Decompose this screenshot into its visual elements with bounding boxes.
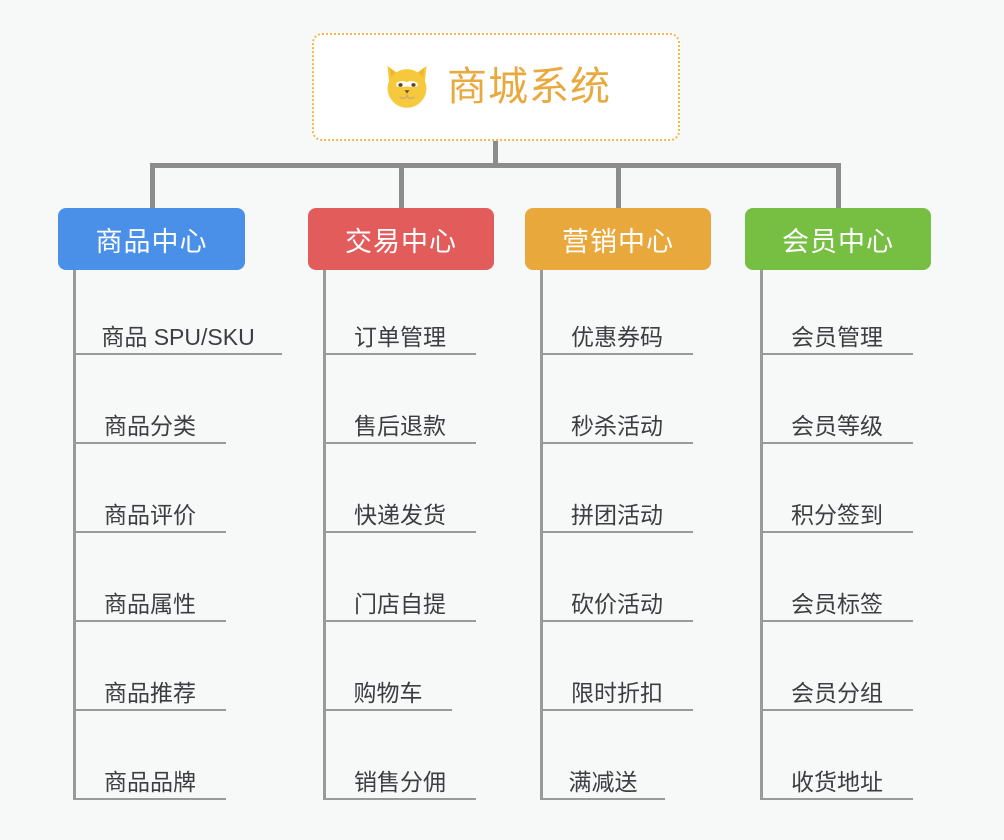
column-header-label: 商品中心 <box>95 226 208 257</box>
connector-spine-1 <box>73 270 76 800</box>
leaf-item[interactable]: 销售分佣 <box>324 748 476 800</box>
leaf-item[interactable]: 商品分类 <box>74 392 226 444</box>
column-header-label: 交易中心 <box>345 226 457 257</box>
leaf-item[interactable]: 会员分组 <box>761 659 913 711</box>
leaf-item[interactable]: 订单管理 <box>324 303 476 355</box>
column-header-label: 会员中心 <box>782 226 894 257</box>
leaf-item-label: 商品品牌 <box>104 768 196 795</box>
leaf-item[interactable]: 会员标签 <box>761 570 913 622</box>
leaf-item-label: 购物车 <box>353 679 423 706</box>
connector-drop-3 <box>616 163 621 210</box>
column-header-2[interactable]: 交易中心 <box>308 208 494 270</box>
leaf-item[interactable]: 砍价活动 <box>541 570 693 622</box>
leaf-item-label: 限时折扣 <box>571 679 663 706</box>
root-title: 商城系统 <box>447 65 611 109</box>
connector-drop-2 <box>399 163 404 210</box>
leaf-item[interactable]: 商品评价 <box>74 481 226 533</box>
leaf-item-label: 优惠券码 <box>571 323 663 350</box>
leaf-item-label: 销售分佣 <box>354 768 446 795</box>
column-header-4[interactable]: 会员中心 <box>745 208 931 270</box>
connector-root-stem <box>493 141 498 166</box>
leaf-item-label: 商品分类 <box>104 412 196 439</box>
leaf-item[interactable]: 收货地址 <box>761 748 913 800</box>
leaf-item[interactable]: 限时折扣 <box>541 659 693 711</box>
leaf-item[interactable]: 积分签到 <box>761 481 913 533</box>
leaf-item[interactable]: 拼团活动 <box>541 481 693 533</box>
leaf-item-label: 售后退款 <box>354 412 446 439</box>
root-node[interactable]: 商城系统 <box>312 33 680 141</box>
connector-drop-4 <box>836 163 841 210</box>
leaf-item[interactable]: 商品 SPU/SKU <box>74 303 282 355</box>
leaf-item-label: 收货地址 <box>791 768 883 795</box>
leaf-item-label: 积分签到 <box>791 501 883 528</box>
shiba-dog-face-icon <box>387 65 427 109</box>
leaf-item-label: 会员等级 <box>791 412 883 439</box>
leaf-item-label: 砍价活动 <box>571 590 663 617</box>
leaf-item[interactable]: 会员等级 <box>761 392 913 444</box>
leaf-item[interactable]: 秒杀活动 <box>541 392 693 444</box>
leaf-item[interactable]: 优惠券码 <box>541 303 693 355</box>
leaf-item[interactable]: 商品属性 <box>74 570 226 622</box>
connector-spine-2 <box>323 270 326 800</box>
connector-spine-3 <box>540 270 543 800</box>
leaf-item-label: 会员管理 <box>791 323 883 350</box>
connector-horizontal-bus <box>150 163 838 168</box>
leaf-item[interactable]: 快递发货 <box>324 481 476 533</box>
leaf-item-label: 门店自提 <box>354 590 446 617</box>
column-header-1[interactable]: 商品中心 <box>58 208 245 270</box>
column-header-3[interactable]: 营销中心 <box>525 208 711 270</box>
leaf-item[interactable]: 会员管理 <box>761 303 913 355</box>
leaf-item[interactable]: 购物车 <box>324 659 452 711</box>
leaf-item-label: 满减送 <box>568 768 638 795</box>
leaf-item-label: 商品属性 <box>104 590 196 617</box>
leaf-item-label: 商品评价 <box>104 501 196 528</box>
leaf-item-label: 订单管理 <box>354 323 446 350</box>
column-header-label: 营销中心 <box>562 226 674 257</box>
leaf-item[interactable]: 售后退款 <box>324 392 476 444</box>
leaf-item-label: 会员标签 <box>791 590 883 617</box>
leaf-item-label: 秒杀活动 <box>571 412 663 439</box>
connector-drop-1 <box>149 163 155 210</box>
leaf-item-label: 拼团活动 <box>571 501 663 528</box>
leaf-item[interactable]: 满减送 <box>541 748 665 800</box>
leaf-item-label: 商品 SPU/SKU <box>101 323 255 350</box>
leaf-item-label: 快递发货 <box>354 501 446 528</box>
leaf-item[interactable]: 门店自提 <box>324 570 476 622</box>
leaf-item[interactable]: 商品推荐 <box>74 659 226 711</box>
connector-spine-4 <box>760 270 763 800</box>
leaf-item-label: 会员分组 <box>791 679 883 706</box>
leaf-item-label: 商品推荐 <box>104 679 196 706</box>
leaf-item[interactable]: 商品品牌 <box>74 748 226 800</box>
